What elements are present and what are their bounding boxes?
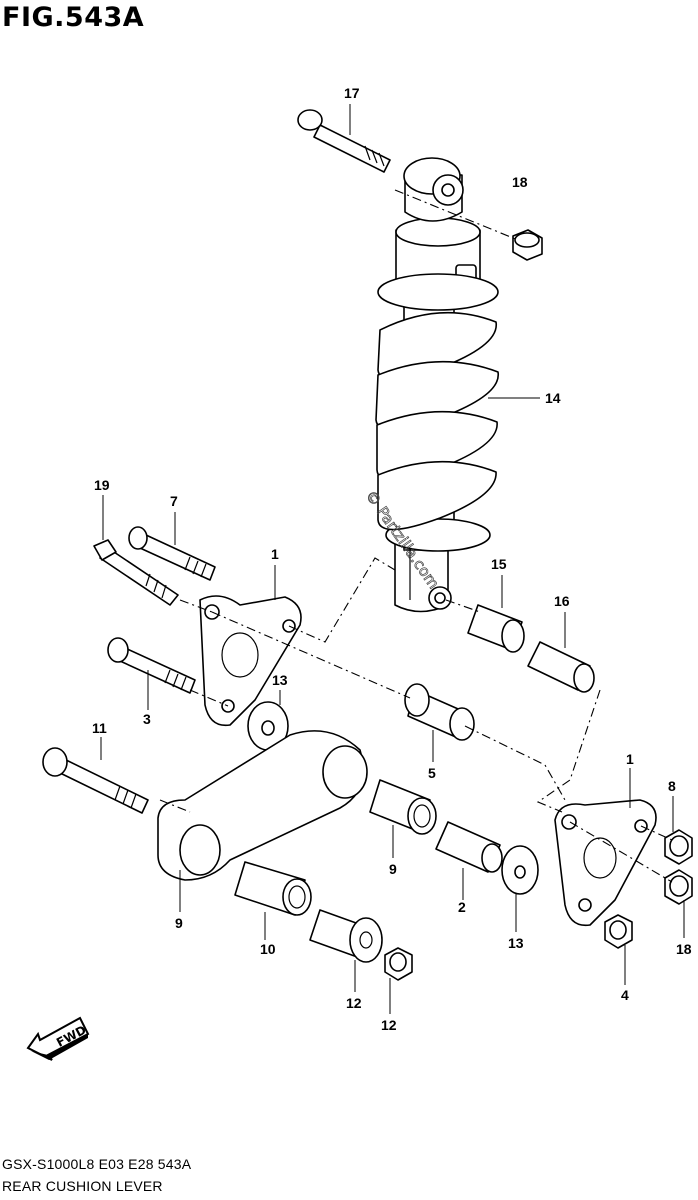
callout-4: 4 bbox=[621, 987, 629, 1003]
bushing-15[interactable] bbox=[467, 604, 525, 653]
cushion-plate-1-left[interactable] bbox=[199, 595, 302, 727]
callout-6: 7 bbox=[170, 493, 178, 509]
assembly-lines bbox=[159, 189, 673, 883]
bolt-6[interactable] bbox=[128, 526, 216, 581]
spacer-16[interactable] bbox=[527, 641, 595, 693]
callout-18-right: 18 bbox=[676, 941, 692, 957]
callout-1-right: 1 bbox=[626, 751, 634, 767]
spacer-10[interactable] bbox=[309, 909, 383, 963]
callout-12: 12 bbox=[381, 1017, 397, 1033]
callout-18-top: 18 bbox=[512, 174, 528, 190]
bolt-19[interactable] bbox=[93, 539, 179, 606]
nut-7[interactable] bbox=[664, 829, 693, 865]
footer-name: REAR CUSHION LEVER bbox=[2, 1178, 163, 1194]
callout-9-lower: 10 bbox=[260, 941, 276, 957]
figure-title: FIG.543A bbox=[2, 2, 145, 33]
washer-13-left[interactable] bbox=[247, 701, 289, 751]
spacer-5[interactable] bbox=[404, 683, 475, 741]
fwd-arrow-icon: FWD bbox=[26, 1016, 90, 1061]
callout-10: 12 bbox=[346, 995, 362, 1011]
callout-15: 15 bbox=[491, 556, 507, 572]
callout-13-left: 13 bbox=[272, 672, 288, 688]
spacer-2[interactable] bbox=[435, 821, 503, 873]
nut-18-right[interactable] bbox=[664, 869, 693, 905]
callout-16: 16 bbox=[554, 593, 570, 609]
cushion-lever-8[interactable] bbox=[157, 730, 368, 881]
bolt-17[interactable] bbox=[297, 109, 391, 173]
callout-13-right: 13 bbox=[508, 935, 524, 951]
nut-4[interactable] bbox=[604, 914, 633, 949]
nut-18-top[interactable] bbox=[512, 229, 543, 261]
leader-lines bbox=[100, 104, 685, 1014]
bearing-9-lower[interactable] bbox=[234, 861, 312, 916]
bolt-11[interactable] bbox=[42, 747, 149, 814]
callout-5: 5 bbox=[428, 765, 436, 781]
nut-12[interactable] bbox=[384, 947, 413, 981]
callout-17: 17 bbox=[344, 85, 360, 101]
bearing-9-upper[interactable] bbox=[369, 779, 437, 835]
cushion-plate-1-right[interactable] bbox=[554, 799, 657, 927]
callout-19: 19 bbox=[94, 477, 110, 493]
callout-3: 3 bbox=[143, 711, 151, 727]
callout-8: 9 bbox=[175, 915, 183, 931]
callout-11: 11 bbox=[92, 720, 107, 736]
footer-code: GSX-S1000L8 E03 E28 543A bbox=[2, 1156, 192, 1172]
bolt-3[interactable] bbox=[107, 637, 196, 694]
shock-absorber[interactable]: © Partzilla.com bbox=[361, 157, 499, 613]
callout-14: 14 bbox=[545, 390, 561, 406]
callout-1-left: 1 bbox=[271, 546, 279, 562]
washer-13-right[interactable] bbox=[501, 845, 539, 895]
callout-2: 2 bbox=[458, 899, 466, 915]
callout-labels: 17 18 14 19 7 1 15 16 13 3 5 11 1 8 9 9 … bbox=[92, 85, 692, 1033]
callout-9-upper: 9 bbox=[389, 861, 397, 877]
callout-7: 8 bbox=[668, 778, 676, 794]
